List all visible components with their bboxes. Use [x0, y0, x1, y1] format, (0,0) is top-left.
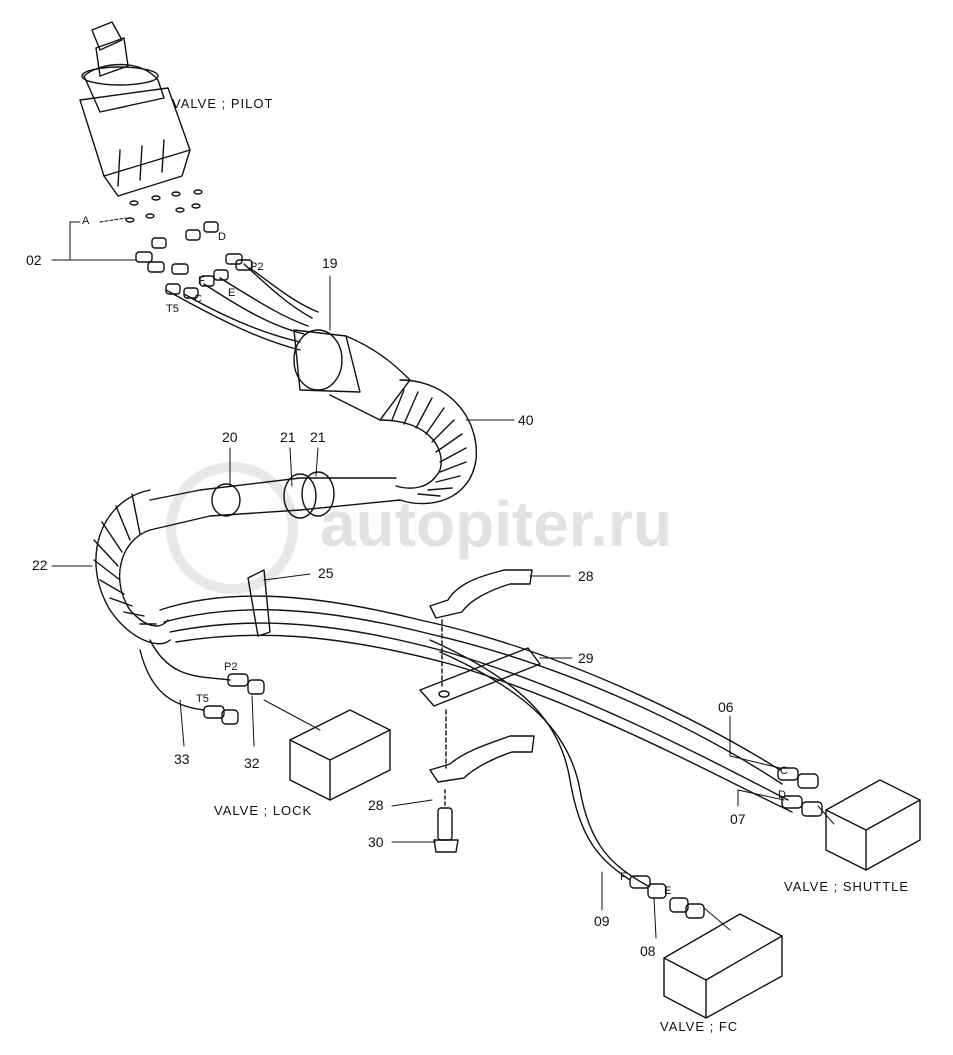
valve-pilot-label: VALVE ; PILOT	[172, 96, 274, 111]
port-e-top-label: E	[228, 287, 236, 299]
port-c-top-label: C	[194, 293, 202, 305]
port-c-low-label: C	[780, 765, 788, 777]
fittings-lower	[203, 673, 823, 919]
part-19-label: 19	[322, 255, 338, 271]
corrugated-tube-40	[379, 379, 477, 505]
port-d-low-label: D	[778, 789, 786, 801]
part-33-label: 33	[174, 751, 190, 767]
leader-lines	[51, 217, 835, 939]
port-f-low-label: F	[620, 871, 627, 883]
watermark-logo	[166, 462, 298, 594]
part-25-label: 25	[318, 565, 334, 581]
sleeve-19	[293, 329, 411, 421]
part-20-label: 20	[222, 429, 238, 445]
spiral-wrap-22	[93, 489, 171, 645]
part-29-label: 29	[578, 650, 594, 666]
part-06-label: 06	[718, 699, 734, 715]
fittings-top	[135, 221, 253, 299]
part-22-label: 22	[32, 557, 48, 573]
port-d-label: D	[218, 231, 226, 243]
clamp-25	[247, 569, 271, 637]
part-21b-label: 21	[310, 429, 326, 445]
port-a-label: A	[82, 215, 90, 227]
bolt-30	[433, 789, 459, 853]
valve-shuttle-block	[825, 779, 921, 871]
part-40-label: 40	[518, 412, 534, 428]
pilot-valve-drawing	[79, 21, 191, 197]
o-rings	[125, 189, 203, 223]
port-p2-low-label: P2	[224, 661, 238, 673]
part-32-label: 32	[244, 755, 260, 771]
valve-fc-label: VALVE ; FC	[660, 1019, 739, 1034]
part-09-label: 09	[594, 913, 610, 929]
part-30-label: 30	[368, 834, 384, 850]
lower-hoses	[139, 595, 793, 887]
port-e-low-label: E	[664, 885, 672, 897]
part-28a-label: 28	[578, 568, 594, 584]
middle-bundle	[149, 471, 401, 531]
part-08-label: 08	[640, 943, 656, 959]
part-02-label: 02	[26, 252, 42, 268]
valve-lock-block	[289, 709, 391, 801]
part-28b-label: 28	[368, 797, 384, 813]
port-p2-top-label: P2	[250, 261, 264, 273]
port-t5-top-label: T5	[166, 303, 179, 315]
part-21a-label: 21	[280, 429, 296, 445]
valve-lock-label: VALVE ; LOCK	[214, 803, 313, 818]
clamps-plates	[419, 569, 541, 783]
valve-fc-block	[663, 913, 783, 1019]
port-t5-low-label: T5	[196, 693, 209, 705]
part-07-label: 07	[730, 811, 746, 827]
valve-shuttle-label: VALVE ; SHUTTLE	[784, 879, 910, 894]
port-f-top-label: F	[198, 275, 205, 287]
